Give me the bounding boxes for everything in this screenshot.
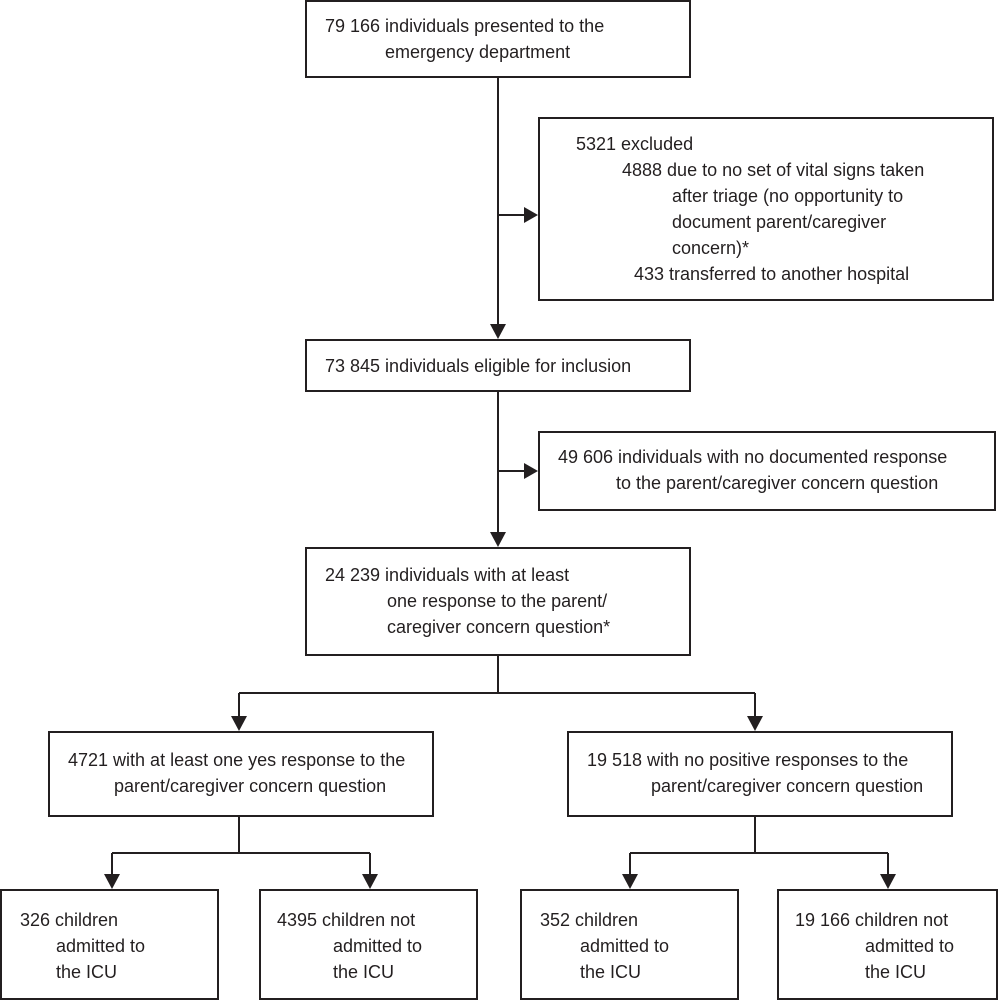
yes-icu-line1: 326 children: [20, 910, 119, 930]
excluded-reason2: 433 transferred to another hospital: [634, 264, 910, 284]
arrowhead-no-response: [524, 463, 538, 479]
yes-icu-box: 326 children admitted to the ICU: [0, 889, 219, 1000]
no-response-line2: to the parent/caregiver concern question: [616, 473, 939, 493]
arrowhead-eligible: [490, 324, 506, 339]
eligible-box: 73 845 individuals eligible for inclusio…: [305, 339, 691, 392]
excluded-reason1-line4: concern)*: [672, 238, 750, 258]
no-not-icu-line3: the ICU: [865, 962, 927, 982]
no-not-icu-line2: admitted to: [865, 936, 955, 956]
excluded-header: 5321 excluded: [576, 134, 694, 154]
arrowhead-no-positive: [747, 716, 763, 731]
excluded-box: 5321 excluded 4888 due to no set of vita…: [538, 117, 994, 301]
no-icu-line3: the ICU: [580, 962, 642, 982]
presented-box: 79 166 individuals presented to the emer…: [305, 0, 691, 78]
presented-line2: emergency department: [385, 42, 571, 62]
no-positive-line2: parent/caregiver concern question: [651, 776, 924, 796]
arrowhead-no-icu: [622, 874, 638, 889]
responded-line2: one response to the parent/: [387, 591, 608, 611]
yes-not-icu-line1: 4395 children not: [277, 910, 416, 930]
yes-not-icu-box: 4395 children not admitted to the ICU: [259, 889, 478, 1000]
yes-icu-line2: admitted to: [56, 936, 146, 956]
eligible-line1: 73 845 individuals eligible for inclusio…: [325, 356, 632, 376]
excluded-reason1-line1: 4888 due to no set of vital signs taken: [622, 160, 925, 180]
responded-line1: 24 239 individuals with at least: [325, 565, 570, 585]
no-response-line1: 49 606 individuals with no documented re…: [558, 447, 948, 467]
yes-not-icu-line2: admitted to: [333, 936, 423, 956]
yes-not-icu-line3: the ICU: [333, 962, 395, 982]
presented-line1: 79 166 individuals presented to the: [325, 16, 605, 36]
no-not-icu-line1: 19 166 children not: [795, 910, 949, 930]
no-icu-line1: 352 children: [540, 910, 639, 930]
arrowhead-yes-not-icu: [362, 874, 378, 889]
no-response-box: 49 606 individuals with no documented re…: [538, 431, 996, 511]
no-icu-line2: admitted to: [580, 936, 670, 956]
responded-box: 24 239 individuals with at least one res…: [305, 547, 691, 656]
no-icu-box: 352 children admitted to the ICU: [520, 889, 739, 1000]
arrowhead-yes-icu: [104, 874, 120, 889]
responded-line3: caregiver concern question*: [387, 617, 611, 637]
yes-icu-line3: the ICU: [56, 962, 118, 982]
yes-response-box: 4721 with at least one yes response to t…: [48, 731, 434, 817]
no-not-icu-box: 19 166 children not admitted to the ICU: [777, 889, 998, 1000]
arrowhead-no-not-icu: [880, 874, 896, 889]
excluded-reason1-line2: after triage (no opportunity to: [672, 186, 904, 206]
yes-response-line2: parent/caregiver concern question: [114, 776, 387, 796]
no-positive-line1: 19 518 with no positive responses to the: [587, 750, 909, 770]
arrowhead-yes-response: [231, 716, 247, 731]
excluded-reason1-line3: document parent/caregiver: [672, 212, 887, 232]
no-positive-box: 19 518 with no positive responses to the…: [567, 731, 953, 817]
yes-response-line1: 4721 with at least one yes response to t…: [68, 750, 406, 770]
arrowhead-responded: [490, 532, 506, 547]
arrowhead-excluded: [524, 207, 538, 223]
